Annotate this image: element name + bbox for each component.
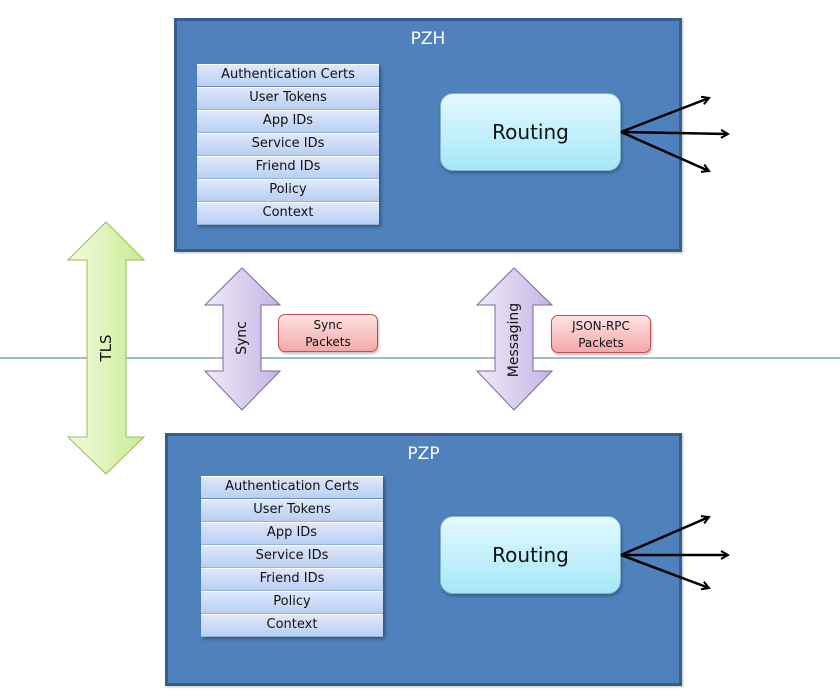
stack-item: User Tokens [201,499,383,522]
stack-item: App IDs [197,110,379,133]
stack-item: App IDs [201,522,383,545]
stack-item: Authentication Certs [197,64,379,87]
sync-packets-line-1: Sync [313,318,343,332]
stack-item: Policy [201,591,383,614]
stack-item: Policy [197,179,379,202]
jsonrpc-packets-line-2: Packets [578,336,624,350]
stack-item: User Tokens [197,87,379,110]
pzp-routing-box: Routing [440,516,621,594]
pzh-routing-box: Routing [440,93,621,171]
stack-item: Service IDs [201,545,383,568]
pzp-routing-label: Routing [492,543,569,567]
stack-item: Context [201,614,383,637]
pzh-routing-label: Routing [492,120,569,144]
sync-packets-box: Sync Packets [278,314,378,352]
messaging-label: Messaging [506,302,522,378]
sync-label: Sync [234,321,250,355]
stack-item: Friend IDs [201,568,383,591]
stack-item: Context [197,202,379,225]
jsonrpc-packets-line-1: JSON-RPC [572,319,630,333]
jsonrpc-packets-box: JSON-RPC Packets [551,315,651,353]
sync-packets-line-2: Packets [305,335,351,349]
stack-item: Authentication Certs [201,476,383,499]
stack-item: Friend IDs [197,156,379,179]
pzh-title: PZH [410,29,446,49]
pzp-title: PZP [407,444,440,464]
stack-item: Service IDs [197,133,379,156]
tls-label: TLS [97,334,115,362]
